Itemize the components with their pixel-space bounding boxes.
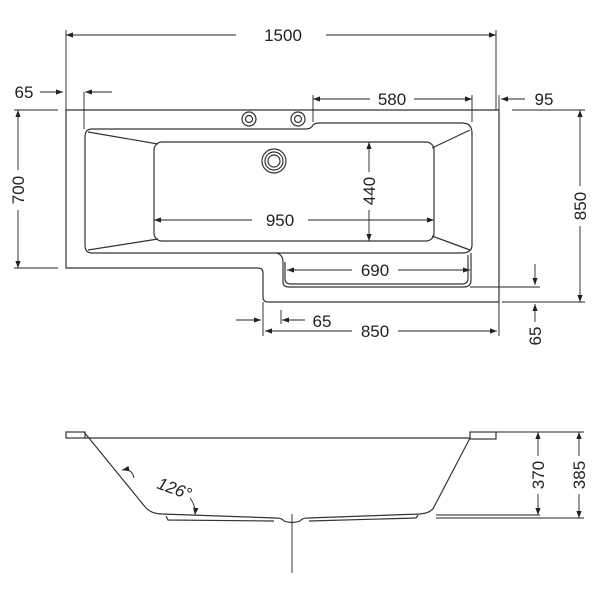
- dim-front-rim: 65: [526, 327, 545, 346]
- dim-inner-width: 440: [360, 177, 379, 205]
- dim-narrow-width: 700: [9, 176, 28, 204]
- bowl-floor: [153, 141, 435, 242]
- dim-step-rim: 65: [313, 312, 332, 331]
- tap-hole-right: [290, 111, 306, 127]
- dim-inner-depth: 370: [529, 461, 548, 489]
- dim-inner-length: 950: [266, 211, 294, 230]
- dim-left-rim: 65: [15, 83, 34, 102]
- tap-hole-left: [241, 111, 257, 127]
- step-seat-inner: [284, 255, 469, 285]
- dim-angle: 126°: [155, 474, 195, 504]
- bath-outline: [65, 109, 500, 303]
- plan-view: 1500 65 580 95 700 850 440 950 690 65 85…: [9, 26, 590, 345]
- left-rim-section: [65, 431, 86, 439]
- waste-outlet-icon: [261, 148, 287, 174]
- dim-right-rim: 95: [535, 90, 554, 109]
- dim-overall-depth: 385: [570, 461, 589, 489]
- bowl-rim: [84, 122, 473, 254]
- dim-wide-section: 850: [361, 322, 389, 341]
- bowl-slopes: [87, 129, 471, 251]
- dim-tap-deck: 580: [378, 90, 406, 109]
- bath-profile: [83, 431, 471, 524]
- dim-step-length: 690: [361, 261, 389, 280]
- floor-panels: [165, 514, 419, 522]
- dim-overall-length: 1500: [264, 26, 302, 45]
- dim-overall-width: 850: [571, 192, 590, 220]
- step-seat: [276, 252, 472, 288]
- right-rim-section: [469, 431, 497, 440]
- side-view: 126° 370 385: [65, 431, 589, 573]
